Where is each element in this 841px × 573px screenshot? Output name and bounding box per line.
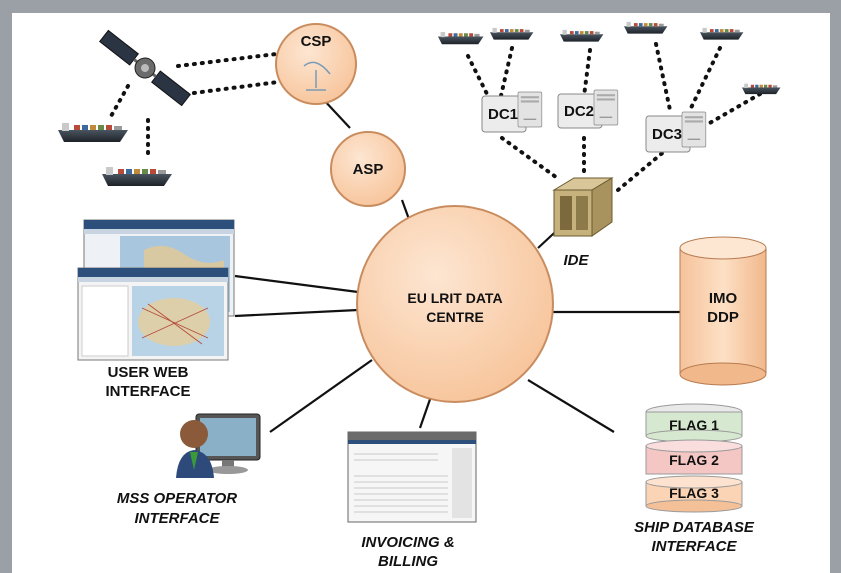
user-web-label-line1: USER WEB — [107, 364, 189, 381]
dc3-computer-icon — [645, 111, 707, 153]
flag-1-label: FLAG 1 — [669, 417, 719, 433]
user-web-interface-screenshot — [77, 219, 235, 361]
ide-server-icon — [552, 177, 614, 237]
csp-label: CSP — [300, 33, 332, 50]
dotted-links — [108, 42, 762, 192]
user-web-label-line2: INTERFACE — [105, 383, 191, 400]
invoicing-label-line1: INVOICING & — [361, 534, 455, 551]
ship-db-label-line1: SHIP DATABASE — [634, 519, 754, 536]
ship-icon — [560, 29, 604, 42]
mss-label-line1: MSS OPERATOR — [116, 490, 238, 507]
imo-label-line2: DDP — [707, 309, 739, 326]
ship-icon — [438, 31, 484, 45]
centre-label-line2: CENTRE — [426, 309, 484, 325]
flag-3-label: FLAG 3 — [669, 485, 719, 501]
satellite-icon — [99, 29, 191, 107]
invoicing-label-line2: BILLING — [378, 553, 438, 570]
invoicing-billing-screenshot — [347, 431, 477, 523]
ide-label: IDE — [563, 252, 589, 269]
imo-label-line1: IMO — [708, 290, 738, 307]
flag-database-stack — [645, 403, 743, 513]
mss-label-line2: INTERFACE — [134, 510, 220, 527]
flag-2-label: FLAG 2 — [669, 452, 719, 468]
ship-icon — [624, 21, 668, 34]
ship-icon — [58, 123, 128, 142]
dc3-label: DC3 — [651, 126, 682, 143]
ship-db-label-line2: INTERFACE — [651, 538, 737, 555]
centre-label-line1: EU LRIT DATA — [407, 290, 503, 306]
asp-label: ASP — [352, 161, 384, 178]
asp-node — [330, 131, 406, 207]
dc1-label: DC1 — [487, 106, 518, 123]
dc2-computer-icon — [557, 89, 619, 129]
csp-node — [275, 23, 357, 105]
satellite-dish-icon — [303, 61, 331, 91]
dc2-label: DC2 — [563, 103, 594, 120]
ship-icon — [102, 167, 172, 186]
mss-operator-icon — [176, 413, 261, 478]
ship-icon — [700, 27, 744, 40]
ship-icon — [490, 27, 534, 40]
imo-ddp-database — [679, 236, 767, 386]
dc1-computer-icon — [481, 91, 543, 133]
ship-icon — [742, 83, 781, 95]
eu-lrit-data-centre-node — [356, 205, 554, 403]
